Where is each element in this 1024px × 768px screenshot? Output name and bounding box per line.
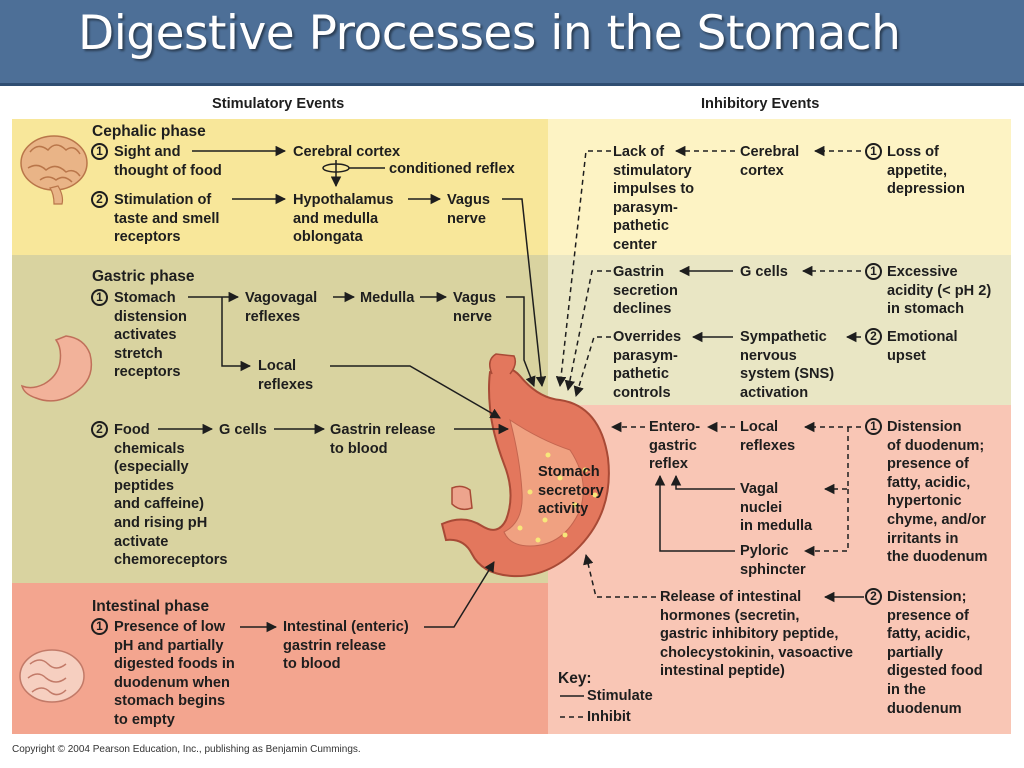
overrides-text: Overrides parasym- pathetic controls [613,329,682,401]
stomach-small-illustration [20,335,93,402]
arrow-gastrin-declines-to-stomach [564,270,611,392]
food-chemicals-text: Food chemicals (especially peptides and … [114,422,228,569]
intestinal-phase-label: Intestinal phase [92,598,210,615]
key-inhibit-label: Inhibit [587,709,631,725]
cephalic-left-band [12,119,548,255]
step-number: 1 [91,289,108,306]
step-number: 1 [91,143,108,160]
arrow-hormones-to-stomach [583,553,656,598]
hypothalamus-text: Hypothalamus and medulla oblongata [293,192,394,246]
arrow-to-local-reflexes [221,297,252,372]
duodenum-distension-text: Distension of duodenum; presence of fatt… [887,419,988,566]
step-number: 1 [865,143,882,160]
enterogastric-reflex-text: Entero- gastric reflex [649,419,701,473]
vagus-nerve-cephalic-text: Vagus nerve [447,192,490,227]
arrow-duodenum-to-pyloric [803,489,849,557]
cerebral-cortex-text: Cerebral cortex [293,144,401,160]
gastrin-declines-text: Gastrin secretion declines [613,264,678,318]
cephalic-right-band [548,119,1011,255]
arrow-vagus-to-stomach [502,198,547,388]
stomach-illustration [440,353,610,578]
arrow-vagus-gastric-to-stomach [506,296,536,387]
intestinal-left-band [12,583,548,734]
local-reflexes-text: Local reflexes [258,358,314,393]
inhibitory-header: Inhibitory Events [701,96,820,112]
step-number: 2 [91,421,108,438]
arrow-vagal-to-enterogastric [670,474,735,490]
taste-smell-text: Stimulation of taste and smell receptors [114,192,220,246]
conditioned-reflex-text: conditioned reflex [389,161,515,177]
key-stimulate-label: Stimulate [587,688,653,704]
step-number: 1 [91,618,108,635]
stimulatory-header: Stimulatory Events [212,96,345,112]
gastrin-release-text: Gastrin release to blood [330,422,436,457]
inhib-local-reflexes-text: Local reflexes [740,419,796,454]
lack-of-stimulatory-text: Lack of stimulatory impulses to parasym-… [613,144,695,253]
step-number: 2 [865,588,882,605]
inhib-g-cells-text: G cells [740,264,788,280]
step-number: 2 [865,328,882,345]
excessive-acidity-text: Excessive acidity (< pH 2) in stomach [887,264,992,318]
copyright-text: Copyright © 2004 Pearson Education, Inc.… [12,744,361,755]
gastric-phase-label: Gastric phase [92,268,195,285]
arrow-duodenum-to-vagal [823,427,849,495]
emotional-upset-text: Emotional upset [887,329,958,364]
sympathetic-text: Sympathetic nervous system (SNS) activat… [740,329,835,401]
intestine-illustration [19,649,85,703]
intestinal-gastrin-text: Intestinal (enteric) gastrin release to … [283,619,409,673]
g-cells-text: G cells [219,422,267,438]
intestinal-right-band [548,405,1011,734]
medulla-text: Medulla [360,290,415,306]
pyloric-sphincter-text: Pyloric sphincter [740,543,806,578]
title-bar: Digestive Processes in the Stomach [0,0,1024,86]
low-ph-text: Presence of low pH and partially digeste… [114,619,235,728]
arrow-overrides-to-stomach [573,336,611,398]
cephalic-phase-label: Cephalic phase [92,123,206,140]
intestinal-hormones-text: Release of intestinal hormones (secretin… [660,589,854,680]
step-number: 2 [91,191,108,208]
page-title: Digestive Processes in the Stomach [78,6,901,61]
sight-and-thought-text: Sight and thought of food [114,144,222,179]
vagovagal-reflexes-text: Vagovagal reflexes [245,290,318,325]
arrow-pyloric-to-enterogastric [654,474,735,552]
arrow-lack-to-stomach [555,150,611,388]
stomach-secretory-activity-text: Stomach secretory activity [538,464,604,518]
key-title: Key: [558,670,592,687]
arrow-local-to-stomach [330,365,501,419]
duodenum-distension-2-text: Distension; presence of fatty, acidic, p… [887,589,983,717]
step-number: 1 [865,418,882,435]
brain-illustration [20,135,88,205]
arrow-intestinal-to-stomach [424,561,495,628]
vagal-nuclei-text: Vagal nuclei in medulla [740,481,813,535]
stomach-distension-text: Stomach distension activates stretch rec… [114,290,187,381]
vagus-nerve-gastric-text: Vagus nerve [453,290,496,325]
gastric-right-band [548,255,1011,405]
inhib-cerebral-cortex-text: Cerebral cortex [740,144,800,179]
loss-of-appetite-text: Loss of appetite, depression [887,144,965,198]
step-number: 1 [865,263,882,280]
